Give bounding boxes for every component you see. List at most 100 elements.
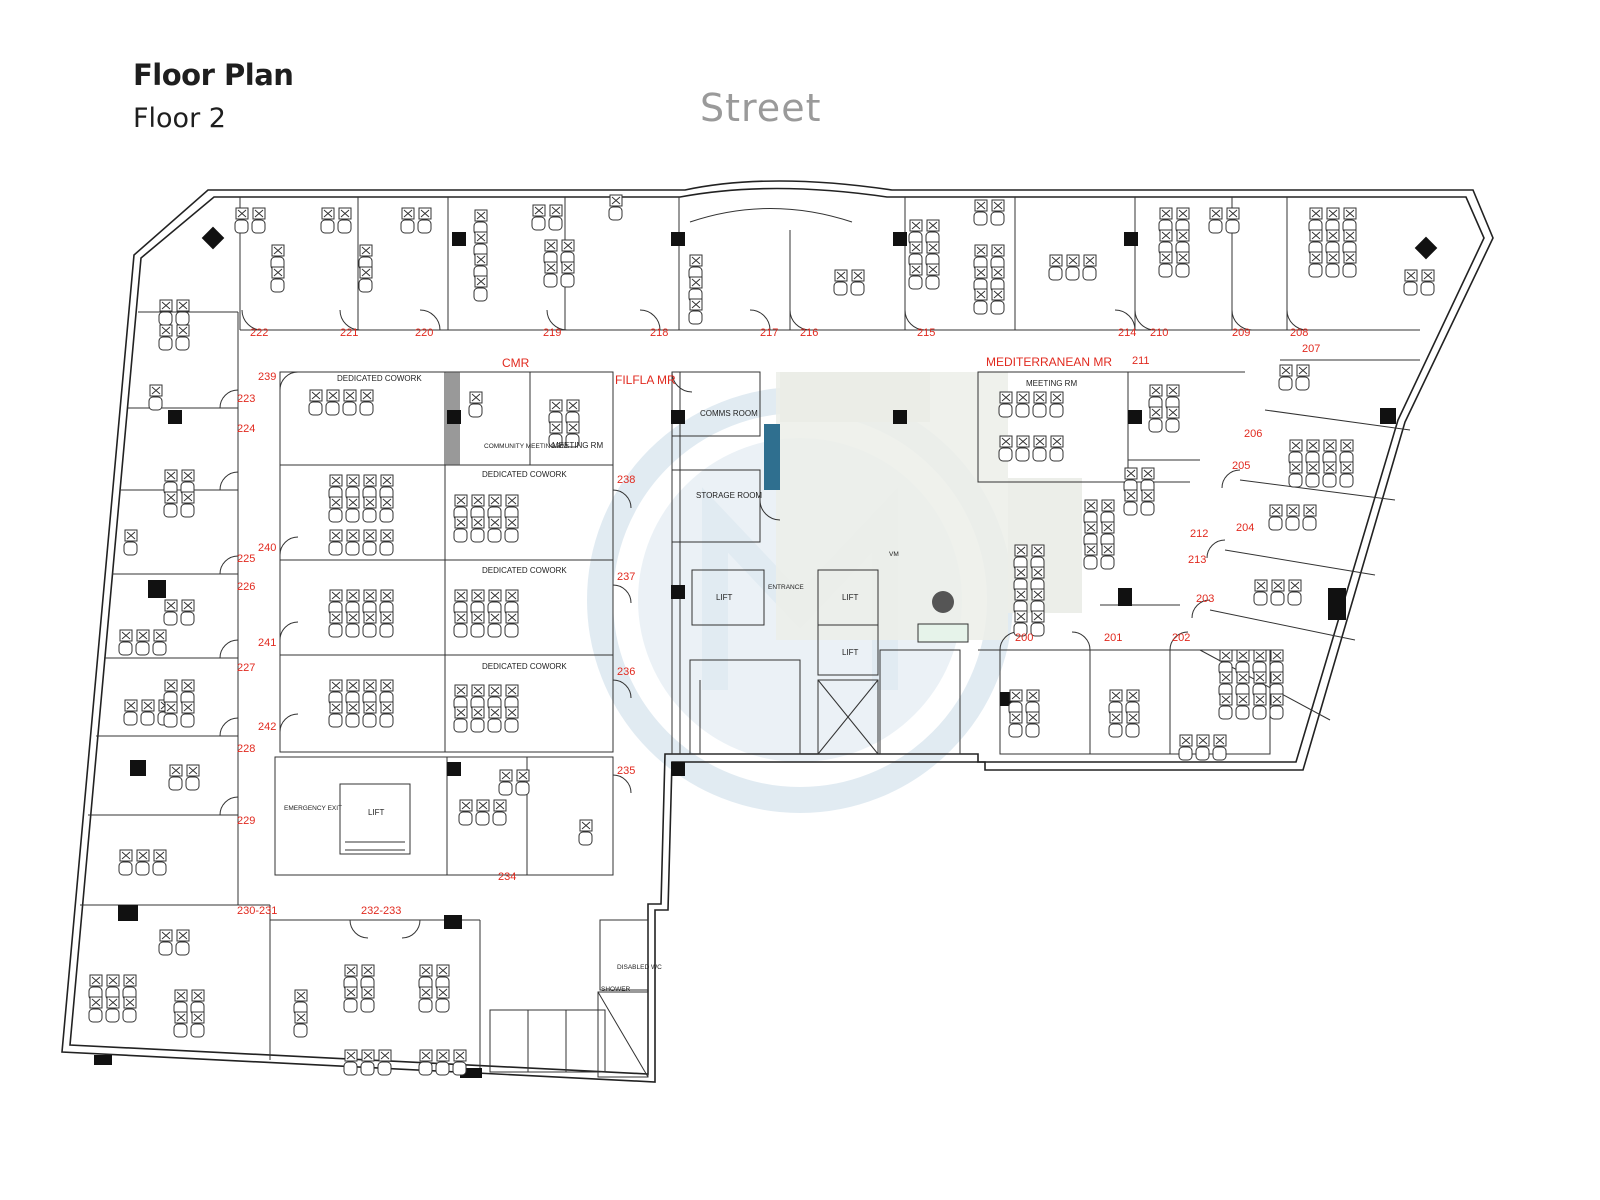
chair-icon xyxy=(1178,746,1193,761)
desk-mark xyxy=(1143,469,1153,478)
desk-mark xyxy=(928,221,938,230)
desk-mark xyxy=(1033,612,1043,621)
desk-mark xyxy=(1272,695,1282,704)
dedicated-cowork-label-4: DEDICATED COWORK xyxy=(482,662,567,671)
room-number: 223 xyxy=(237,393,255,405)
desk-mark xyxy=(108,976,118,985)
chair-icon xyxy=(180,503,195,518)
chair-icon xyxy=(400,219,415,234)
desk-mark xyxy=(563,241,573,250)
desk-mark xyxy=(161,931,171,940)
desk-mark xyxy=(365,591,375,600)
desk-mark xyxy=(993,201,1003,210)
room-number: 242 xyxy=(258,721,276,733)
storage-room-label: STORAGE ROOM xyxy=(696,491,762,500)
desk-mark xyxy=(1291,463,1301,472)
desk-mark xyxy=(551,401,561,410)
desk-mark xyxy=(1111,691,1121,700)
chair-icon xyxy=(1123,501,1138,516)
chair-icon xyxy=(190,1023,205,1038)
desk-mark xyxy=(1028,691,1038,700)
desk-mark xyxy=(546,263,556,272)
desk-mark xyxy=(691,300,701,309)
chair-icon xyxy=(1013,622,1028,637)
desk-mark xyxy=(455,1051,465,1060)
room-number: 235 xyxy=(617,765,635,777)
desk-mark xyxy=(178,301,188,310)
desk-mark xyxy=(151,386,161,395)
desk-mark xyxy=(1001,437,1011,446)
desk-mark xyxy=(1051,256,1061,265)
desk-mark xyxy=(382,476,392,485)
room-number: 220 xyxy=(415,327,433,339)
vm-label: VM xyxy=(889,551,899,558)
chair-icon xyxy=(337,219,352,234)
desk-mark xyxy=(1111,713,1121,722)
desk-mark xyxy=(361,268,371,277)
area-labels: DEDICATED COWORK DEDICATED COWORK DEDICA… xyxy=(284,374,1077,993)
room-number: 214 xyxy=(1118,327,1136,339)
desk-mark xyxy=(365,681,375,690)
desk-mark xyxy=(125,998,135,1007)
desk-mark xyxy=(993,268,1003,277)
desk-mark xyxy=(1033,546,1043,555)
desk-mark xyxy=(403,209,413,218)
desk-mark xyxy=(1342,463,1352,472)
desk-mark xyxy=(176,991,186,1000)
desk-mark xyxy=(490,518,500,527)
chair-icon xyxy=(418,1061,433,1076)
chair-icon xyxy=(152,861,167,876)
desk-mark xyxy=(1281,366,1291,375)
chair-icon xyxy=(328,713,343,728)
desk-mark xyxy=(1016,590,1026,599)
room-number: 203 xyxy=(1196,593,1214,605)
chair-icon xyxy=(492,811,507,826)
chair-icon xyxy=(998,403,1013,418)
chair-icon xyxy=(163,503,178,518)
desk-mark xyxy=(155,631,165,640)
desk-mark xyxy=(382,613,392,622)
desk-mark xyxy=(346,1051,356,1060)
entrance-label: ENTRANCE xyxy=(768,584,804,591)
desk-mark xyxy=(853,271,863,280)
desk-mark xyxy=(476,233,486,242)
desk-mark xyxy=(363,988,373,997)
desk-mark xyxy=(461,801,471,810)
chair-icon xyxy=(833,281,848,296)
chair-icon xyxy=(470,623,485,638)
desk-mark xyxy=(1423,271,1433,280)
desk-mark xyxy=(178,326,188,335)
desk-mark xyxy=(1342,441,1352,450)
chair-icon xyxy=(345,541,360,556)
chair-icon xyxy=(1253,591,1268,606)
desk-mark xyxy=(161,301,171,310)
chair-icon xyxy=(123,711,138,726)
door-arc-icon xyxy=(219,309,1308,939)
chair-icon xyxy=(1403,281,1418,296)
chair-icon xyxy=(1125,723,1140,738)
desk-mark xyxy=(490,708,500,717)
chair-icon xyxy=(470,718,485,733)
chair-icon xyxy=(1305,473,1320,488)
chair-icon xyxy=(504,528,519,543)
chair-icon xyxy=(1285,516,1300,531)
chair-icon xyxy=(175,941,190,956)
room-number: 201 xyxy=(1104,632,1122,644)
desk-mark xyxy=(507,518,517,527)
chair-icon xyxy=(1268,516,1283,531)
chair-icon xyxy=(1108,723,1123,738)
desk-mark xyxy=(193,1013,203,1022)
dedicated-cowork-label-1: DEDICATED COWORK xyxy=(337,374,422,383)
desk-mark xyxy=(331,531,341,540)
chair-icon xyxy=(148,396,163,411)
desk-mark xyxy=(1221,673,1231,682)
desk-mark xyxy=(382,591,392,600)
desk-mark xyxy=(1288,506,1298,515)
room-number: 211 xyxy=(1132,355,1150,367)
desk-mark xyxy=(928,243,938,252)
room-number: 238 xyxy=(617,474,635,486)
desk-mark xyxy=(456,613,466,622)
desk-mark xyxy=(1161,231,1171,240)
room-number: 228 xyxy=(237,743,255,755)
desk-mark xyxy=(365,531,375,540)
